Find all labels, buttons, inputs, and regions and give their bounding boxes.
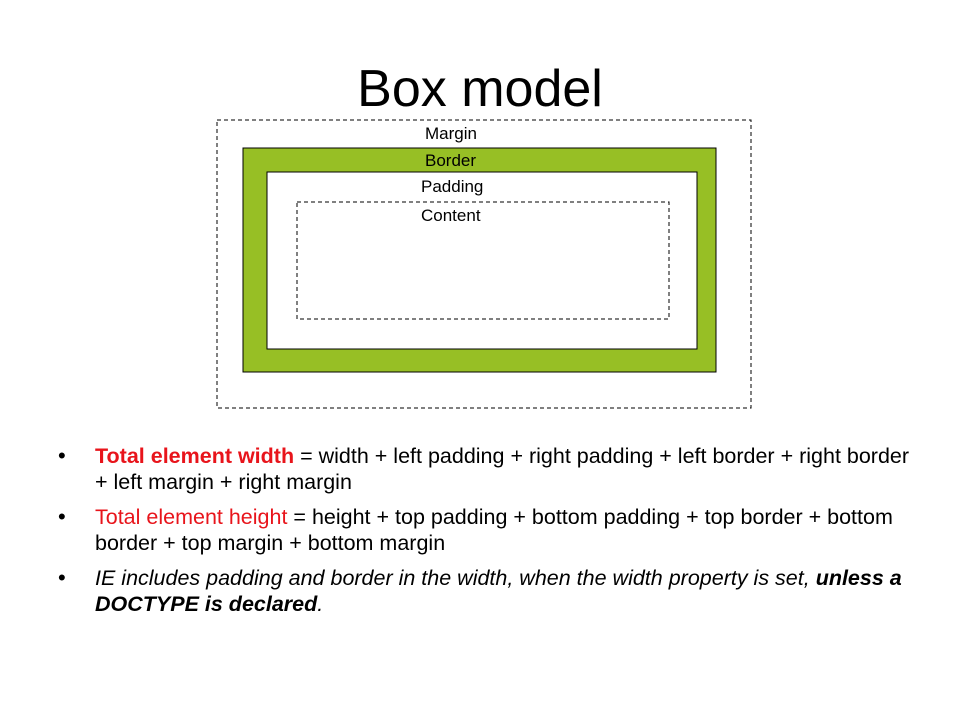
bullet-text: = width + left padding + right padding +… (95, 444, 910, 494)
content-label: Content (421, 206, 481, 225)
list-item-width: • Total element width = width + left pad… (58, 443, 918, 495)
list-item-ie-note: • IE includes padding and border in the … (58, 565, 918, 617)
padding-box (266, 171, 698, 350)
margin-label: Margin (425, 124, 477, 143)
bullet-text: = height + top padding + bottom padding … (95, 505, 893, 555)
bullet-emphasis: unless a DOCTYPE is declared (95, 566, 902, 616)
margin-box (216, 119, 752, 409)
bullet-icon: • (58, 504, 66, 529)
bullet-icon: • (58, 443, 66, 468)
bullet-icon: • (58, 565, 66, 590)
slide-title: Box model (357, 60, 603, 118)
padding-label: Padding (421, 177, 483, 196)
content-box (296, 201, 670, 320)
bullet-list: • Total element width = width + left pad… (58, 443, 918, 626)
bullet-text: IE includes padding and border in the wi… (95, 566, 816, 590)
border-label: Border (425, 151, 476, 170)
bullet-text-end: . (317, 592, 324, 616)
bullet-term: Total element width (95, 444, 295, 468)
bullet-term: Total element height (95, 505, 288, 529)
list-item-height: • Total element height = height + top pa… (58, 504, 918, 556)
